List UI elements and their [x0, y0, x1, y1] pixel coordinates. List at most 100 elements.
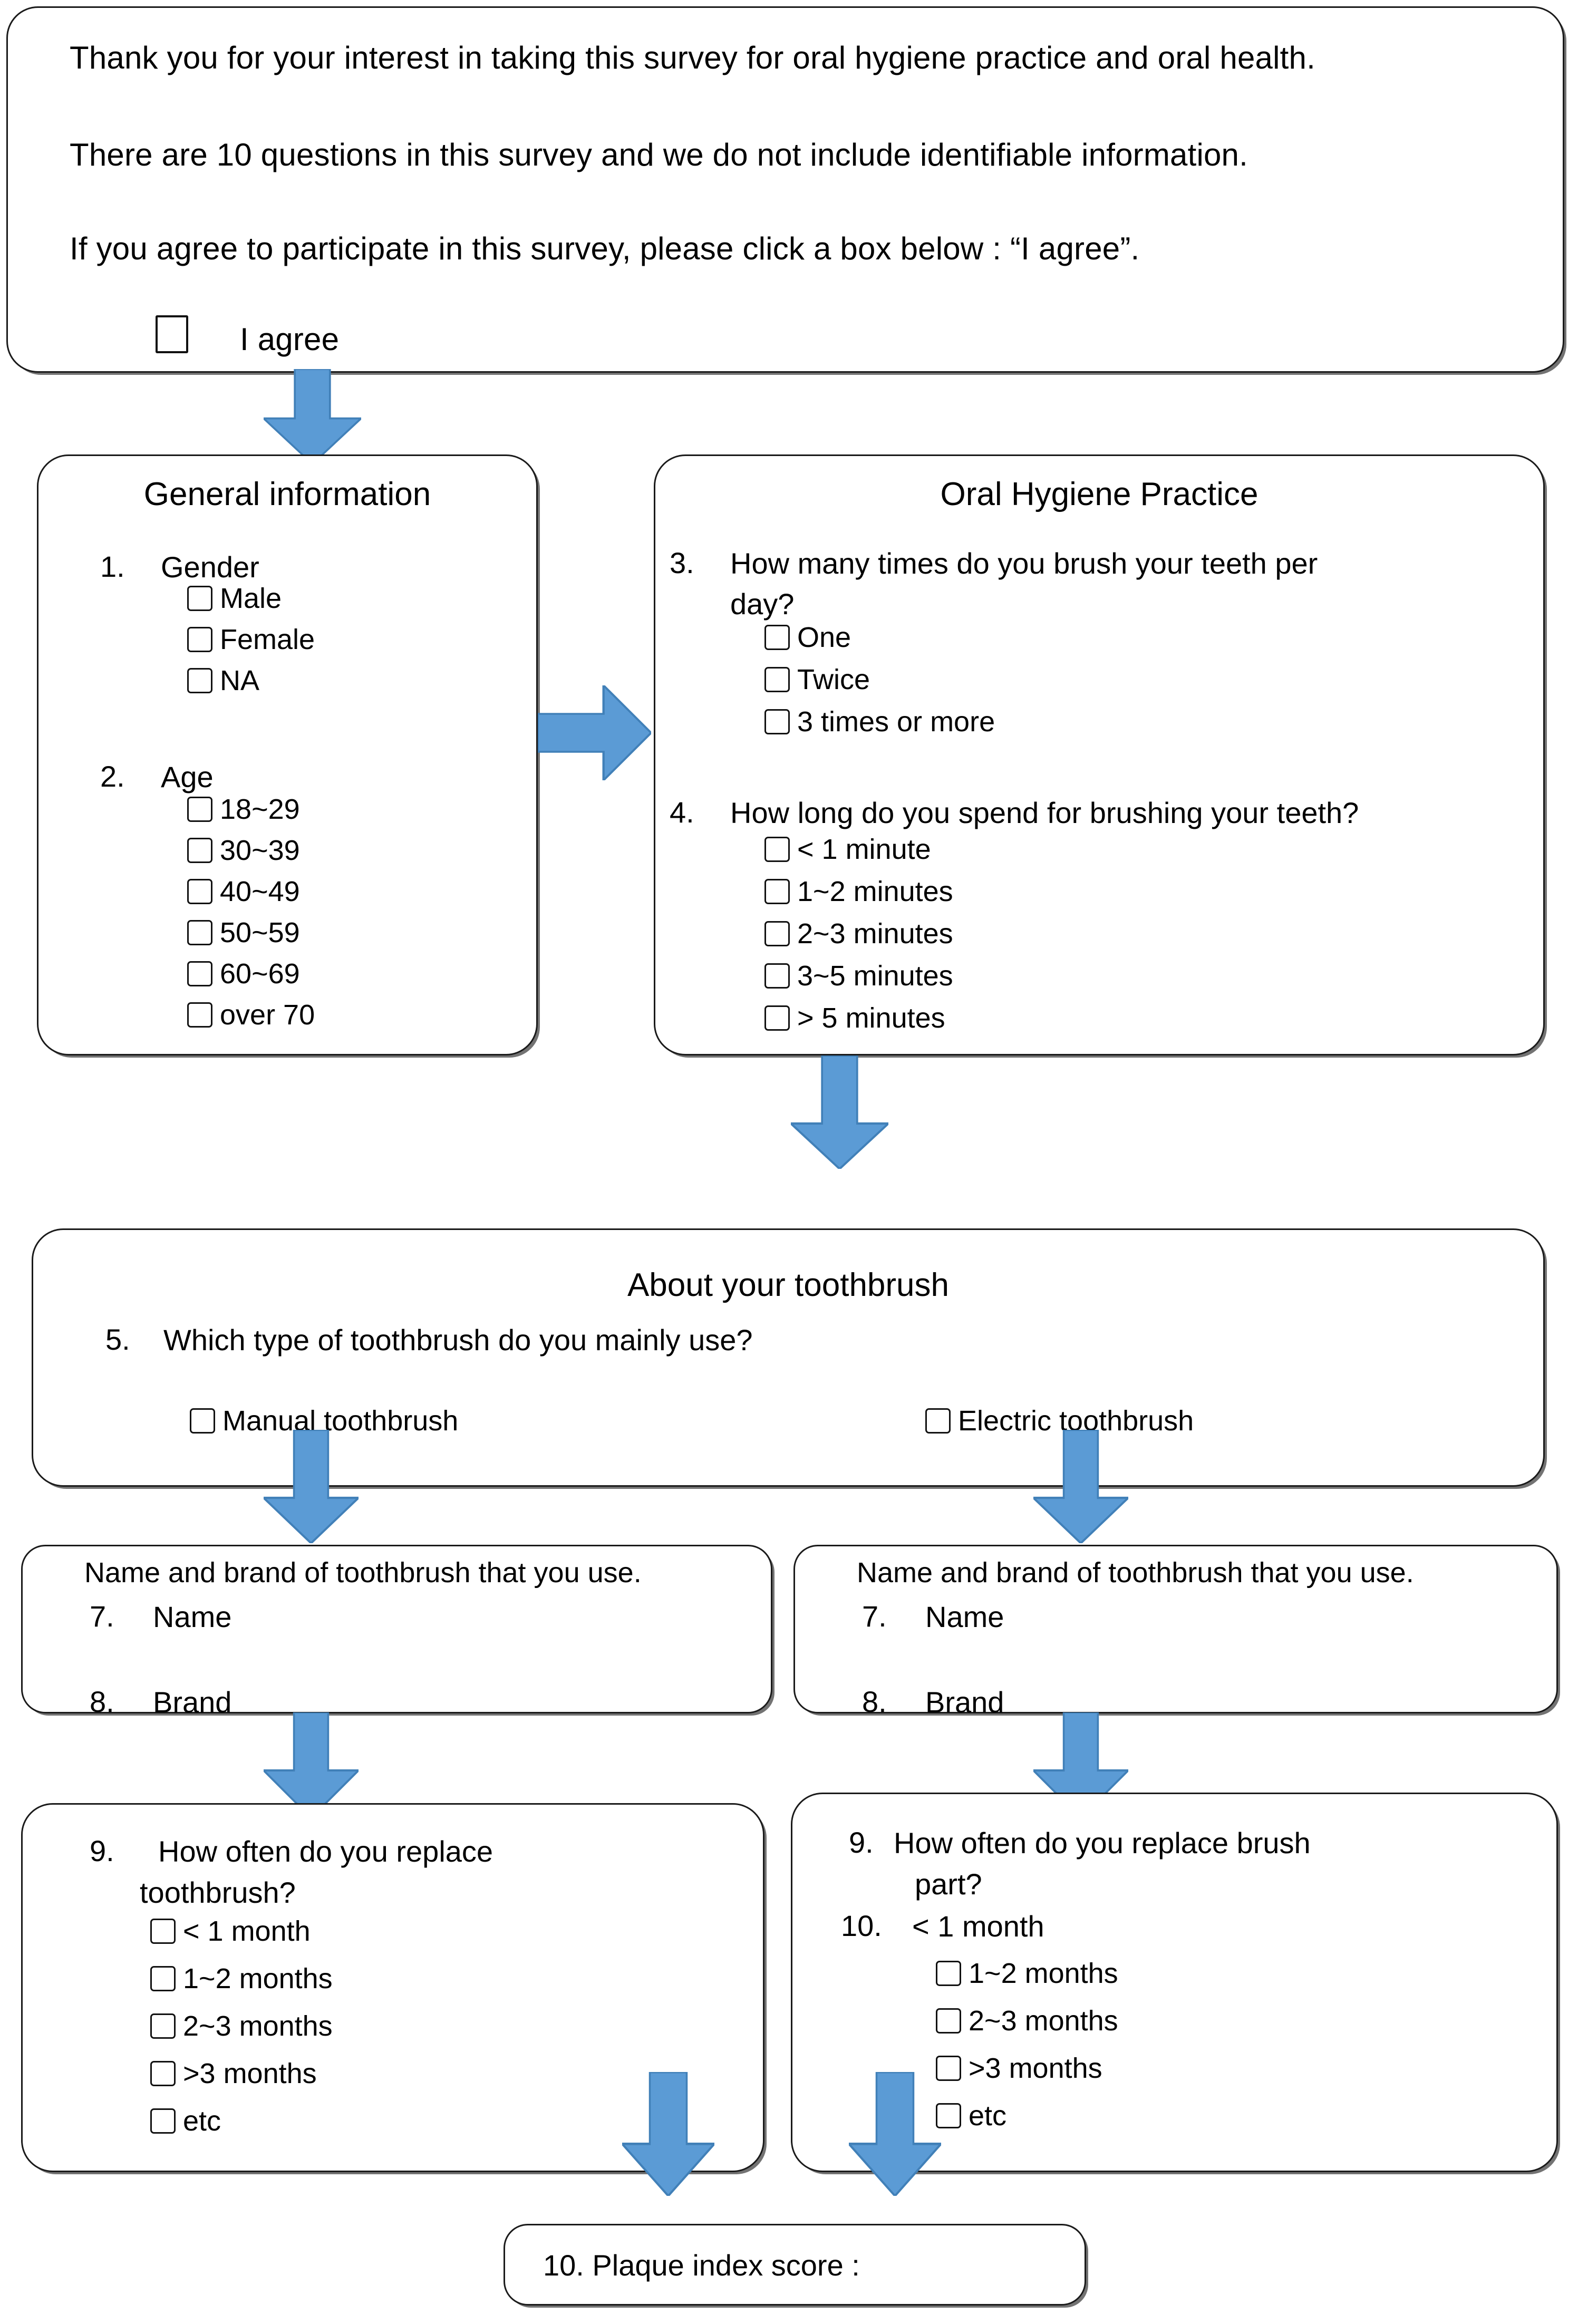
arrow-manual-to-replace	[264, 1712, 359, 1818]
electric-option-label: >3 months	[969, 2052, 1102, 2084]
manual-name-brand-box	[21, 1545, 772, 1713]
q2-option-60-69[interactable]: 60~69	[187, 960, 300, 988]
q4-option-lt-1-minute[interactable]: < 1 minute	[764, 835, 931, 864]
manual-name-brand-heading: Name and brand of toothbrush that you us…	[84, 1557, 642, 1589]
electric-option-label: 1~2 months	[969, 1958, 1118, 1989]
arrow-general-to-oral-hygiene	[538, 685, 651, 780]
q4-option-label: 2~3 minutes	[797, 918, 953, 950]
q3-option-label: One	[797, 622, 851, 653]
checkbox-icon[interactable]	[764, 1005, 790, 1031]
checkbox-icon[interactable]	[936, 2056, 961, 2081]
electric-option-2-3-months[interactable]: 2~3 months	[936, 2007, 1118, 2035]
q4-option-1-2-minutes[interactable]: 1~2 minutes	[764, 877, 953, 906]
checkbox-icon[interactable]	[187, 668, 212, 693]
electric-q9-line-1: How often do you replace brush	[894, 1826, 1311, 1860]
q3-number: 3.	[670, 546, 694, 579]
checkbox-icon[interactable]	[150, 1966, 176, 1991]
checkbox-icon[interactable]	[187, 879, 212, 904]
checkbox-icon[interactable]	[764, 625, 790, 650]
q5-option-manual-toothbrush[interactable]: Manual toothbrush	[190, 1407, 458, 1435]
q5-option-label: Manual toothbrush	[222, 1405, 459, 1437]
manual-q9-option-gt-3-months[interactable]: >3 months	[150, 2059, 317, 2088]
checkbox-icon[interactable]	[936, 2103, 961, 2128]
manual-q9-option-1-2-months[interactable]: 1~2 months	[150, 1964, 333, 1993]
checkbox-icon[interactable]	[150, 2061, 176, 2086]
q4-option-label: 1~2 minutes	[797, 876, 953, 907]
checkbox-icon[interactable]	[150, 2013, 176, 2039]
manual-q9-option-etc[interactable]: etc	[150, 2107, 221, 2135]
q2-option-30-39[interactable]: 30~39	[187, 836, 300, 865]
q1-option-label: NA	[220, 665, 260, 696]
arrow-electric-branch	[1033, 1430, 1128, 1543]
electric-q8-number: 8.	[862, 1685, 887, 1718]
checkbox-icon[interactable]	[187, 838, 212, 863]
general-information-box	[37, 454, 538, 1056]
q2-option-label: 60~69	[220, 958, 300, 990]
plaque-index-box	[504, 2224, 1086, 2306]
q3-option-twice[interactable]: Twice	[764, 665, 870, 694]
manual-replace-box	[21, 1803, 764, 2172]
arrow-manual-to-plaque	[622, 2072, 714, 2196]
q2-option-label: 18~29	[220, 793, 300, 825]
checkbox-icon[interactable]	[764, 709, 790, 734]
manual-q9-option-lt-1-month[interactable]: < 1 month	[150, 1917, 311, 1945]
general-information-title: General information	[143, 476, 431, 512]
checkbox-icon[interactable]	[764, 879, 790, 904]
q3-option-3-or-more[interactable]: 3 times or more	[764, 708, 995, 736]
intro-line-2: There are 10 questions in this survey an…	[70, 137, 1248, 172]
manual-q9-option-label: 2~3 months	[183, 2010, 333, 2042]
q2-option-label: 30~39	[220, 835, 300, 866]
q2-option-label: 40~49	[220, 876, 300, 907]
checkbox-icon[interactable]	[190, 1408, 215, 1434]
q1-option-female[interactable]: Female	[187, 625, 315, 654]
intro-line-1: Thank you for your interest in taking th…	[70, 40, 1315, 75]
q3-text-line-2: day?	[730, 587, 795, 621]
q2-option-50-59[interactable]: 50~59	[187, 918, 300, 947]
electric-option-gt-3-months[interactable]: >3 months	[936, 2054, 1102, 2083]
q4-option-2-3-minutes[interactable]: 2~3 minutes	[764, 919, 953, 948]
q2-option-18-29[interactable]: 18~29	[187, 795, 300, 824]
q3-option-label: Twice	[797, 664, 870, 695]
agree-checkbox[interactable]	[156, 315, 188, 353]
checkbox-icon[interactable]	[925, 1408, 951, 1434]
checkbox-icon[interactable]	[764, 921, 790, 946]
checkbox-icon[interactable]	[764, 963, 790, 989]
agree-label: I agree	[240, 322, 340, 357]
checkbox-icon[interactable]	[150, 2108, 176, 2134]
q1-option-male[interactable]: Male	[187, 584, 282, 613]
checkbox-icon[interactable]	[764, 837, 790, 862]
q4-number: 4.	[670, 796, 694, 829]
manual-q9-option-label: >3 months	[183, 2058, 317, 2089]
q2-option-40-49[interactable]: 40~49	[187, 877, 300, 906]
q4-option-3-5-minutes[interactable]: 3~5 minutes	[764, 962, 953, 990]
q1-text: Gender	[161, 550, 259, 584]
q2-option-over-70[interactable]: over 70	[187, 1001, 315, 1029]
electric-q10-number: 10.	[841, 1909, 882, 1942]
checkbox-icon[interactable]	[187, 961, 212, 986]
checkbox-icon[interactable]	[187, 627, 212, 652]
checkbox-icon[interactable]	[150, 1919, 176, 1944]
q4-option-gt-5-minutes[interactable]: > 5 minutes	[764, 1004, 945, 1032]
electric-q8-text: Brand	[925, 1686, 1004, 1719]
checkbox-icon[interactable]	[187, 797, 212, 822]
electric-option-1-2-months[interactable]: 1~2 months	[936, 1959, 1118, 1988]
checkbox-icon[interactable]	[936, 1961, 961, 1986]
checkbox-icon[interactable]	[187, 586, 212, 611]
manual-q9-option-2-3-months[interactable]: 2~3 months	[150, 2012, 333, 2040]
electric-option-etc[interactable]: etc	[936, 2102, 1006, 2130]
checkbox-icon[interactable]	[187, 1002, 212, 1028]
checkbox-icon[interactable]	[187, 920, 212, 945]
q1-number: 1.	[100, 550, 125, 583]
oral-hygiene-practice-title: Oral Hygiene Practice	[940, 476, 1258, 512]
arrow-manual-branch	[264, 1430, 359, 1543]
manual-q9-line-1: How often do you replace	[158, 1835, 493, 1868]
manual-q9-option-label: < 1 month	[183, 1915, 311, 1947]
q4-text: How long do you spend for brushing your …	[730, 796, 1359, 829]
checkbox-icon[interactable]	[936, 2008, 961, 2034]
q3-option-one[interactable]: One	[764, 623, 851, 652]
q2-text: Age	[161, 760, 214, 793]
q1-option-na[interactable]: NA	[187, 666, 259, 695]
manual-q8-number: 8.	[90, 1685, 114, 1718]
checkbox-icon[interactable]	[764, 667, 790, 692]
